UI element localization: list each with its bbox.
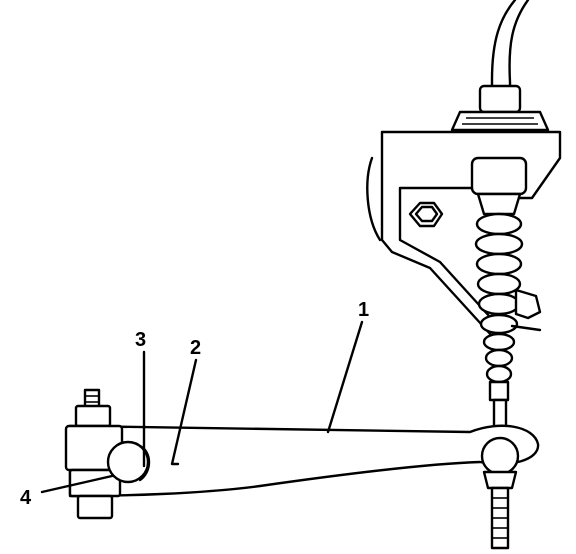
callout-leaders: [40, 320, 364, 494]
callout-4: 4: [20, 487, 32, 509]
adjuster-nut: [470, 156, 528, 216]
cable: [490, 0, 530, 92]
callout-2: 2: [190, 337, 201, 359]
callout-3: 3: [135, 329, 146, 351]
retainer-clip: [106, 440, 151, 484]
rubber-boot: [474, 212, 524, 402]
ball-stud: [480, 436, 520, 550]
boot-clip: [510, 288, 542, 332]
lever-arm: [68, 424, 540, 498]
cable-fitting: [450, 84, 550, 132]
bracket-bolt: [408, 201, 444, 228]
callout-1: 1: [358, 299, 369, 321]
